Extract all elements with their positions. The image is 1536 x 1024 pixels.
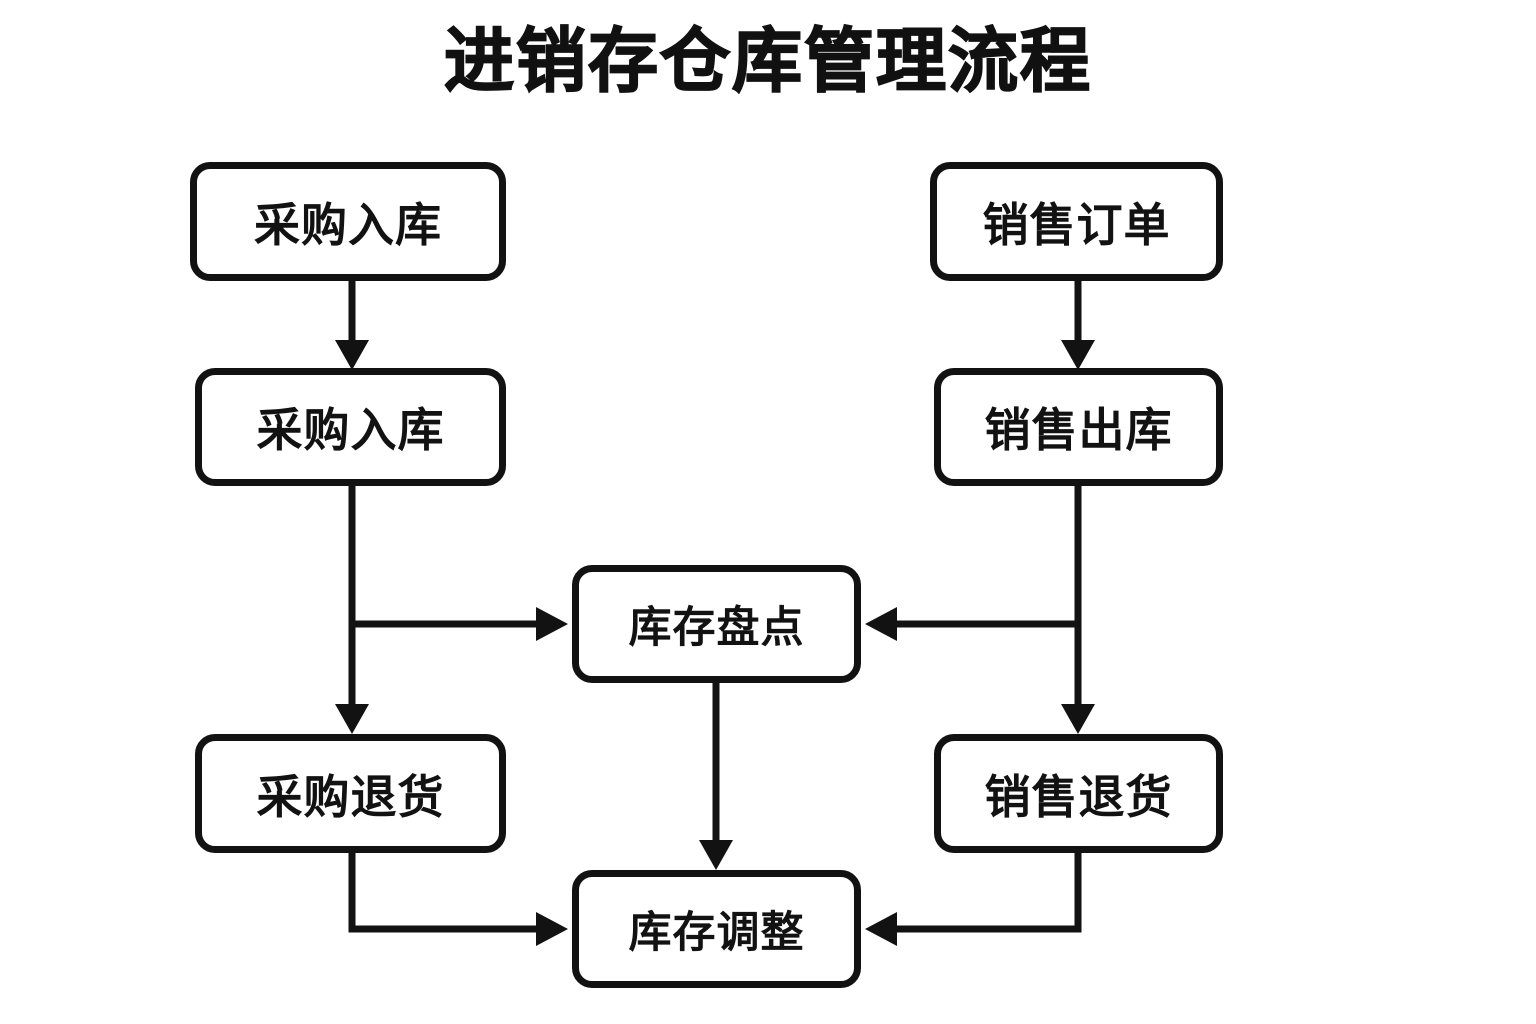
- node-label: 采购入库: [256, 404, 445, 456]
- node-label: 销售出库: [984, 404, 1173, 456]
- node-purchase-inbound-1[interactable]: 采购入库: [190, 162, 506, 281]
- node-label: 销售订单: [982, 198, 1171, 251]
- node-stock-adjustment[interactable]: 库存调整: [572, 870, 861, 988]
- edge-sales-out-to-stocktake: [865, 607, 1078, 641]
- edge-purchase-ret-to-stock-adjust: [348, 853, 568, 946]
- node-label: 采购退货: [256, 770, 445, 823]
- node-purchase-return[interactable]: 采购退货: [195, 734, 506, 853]
- page-title: 进销存仓库管理流程: [443, 21, 1092, 101]
- edge-stocktake-to-stock-adjust: [699, 683, 733, 870]
- edge-purchase-in-2-to-stocktake: [352, 607, 568, 641]
- node-stock-count[interactable]: 库存盘点: [572, 565, 861, 683]
- edge-sales-order-to-sales-out: [1061, 281, 1095, 370]
- node-label: 库存盘点: [628, 604, 805, 652]
- edge-purchase-in-2-to-purchase-ret: [335, 486, 369, 734]
- node-sales-return[interactable]: 销售退货: [934, 734, 1223, 853]
- node-label: 销售退货: [984, 770, 1173, 823]
- node-sales-outbound[interactable]: 销售出库: [934, 368, 1223, 486]
- edge-purchase-in-1-to-purchase-in-2: [335, 281, 369, 370]
- edge-sales-ret-to-stock-adjust: [865, 853, 1082, 946]
- node-sales-order[interactable]: 销售订单: [930, 162, 1223, 281]
- node-label: 采购入库: [254, 198, 442, 251]
- edge-sales-out-to-sales-ret: [1061, 486, 1095, 734]
- node-purchase-inbound-2[interactable]: 采购入库: [195, 368, 506, 486]
- node-label: 库存调整: [628, 909, 805, 957]
